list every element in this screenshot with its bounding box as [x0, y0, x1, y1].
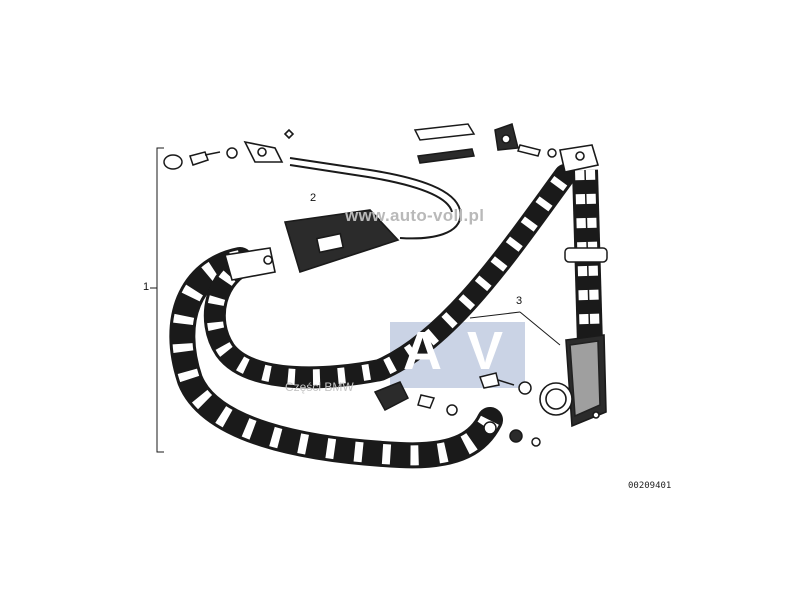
- callout-2: 2: [310, 192, 317, 204]
- lap-belt-upper: [203, 164, 576, 389]
- callout-3: 3: [516, 295, 523, 307]
- watermark-letter-v: V: [467, 321, 504, 381]
- buckle-cable: [289, 157, 462, 240]
- belt-retractor: [539, 334, 607, 428]
- upper-anchor-bracket: [559, 144, 600, 173]
- belt-tongue: [223, 247, 276, 281]
- anchor-bolt-set-left: [163, 147, 238, 170]
- anchor-bolt-set-right: [494, 123, 557, 158]
- callout-1-bracket: [150, 147, 164, 453]
- lap-belt-lower: [169, 247, 503, 469]
- figure-number: 00209401: [628, 481, 672, 491]
- callout-1: 1: [143, 281, 150, 293]
- strap-guide-loop: [564, 247, 608, 263]
- seat-belt-buckle: [283, 209, 400, 274]
- cover-plates: [413, 123, 476, 164]
- watermark-url: www.auto-voll.pl: [345, 206, 485, 225]
- watermark-subtitle: Części BMW: [285, 380, 354, 394]
- lower-anchor-bolt-set: [417, 394, 541, 447]
- retractor-bolt-set: [479, 372, 532, 395]
- callout-3-leaders: [469, 311, 561, 346]
- buckle-anchor-plate: [243, 128, 295, 163]
- watermark-letter-a: A: [403, 321, 442, 381]
- trim-cover: [373, 381, 410, 412]
